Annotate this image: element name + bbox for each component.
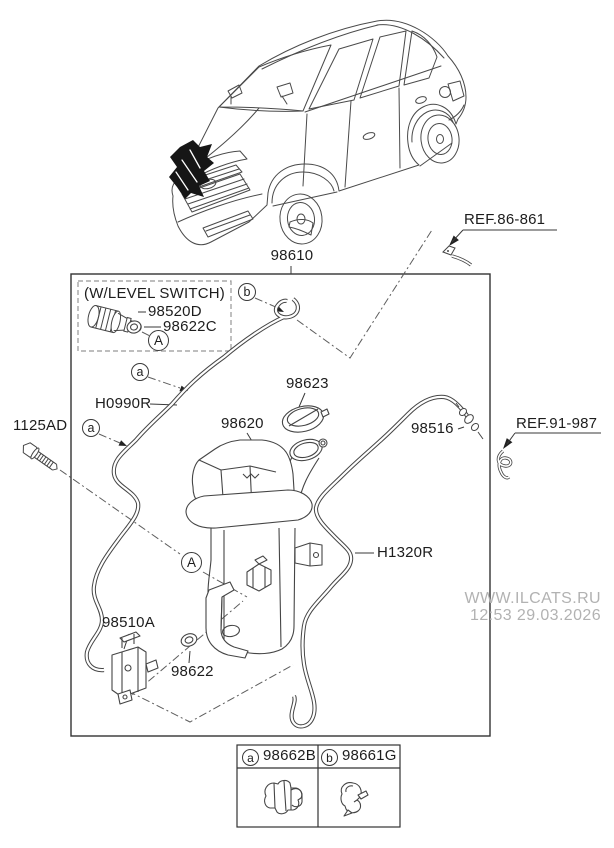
part-label-98622c: 98622C bbox=[163, 318, 217, 335]
part-label-98520d: 98520D bbox=[148, 303, 202, 320]
pump-98510a bbox=[111, 631, 159, 705]
alignment-dash-lines bbox=[59, 229, 433, 723]
callout-large-a-pump: A bbox=[181, 552, 202, 573]
part-label-1125ad: 1125AD bbox=[13, 417, 68, 434]
callout-large-a-inset: A bbox=[148, 330, 169, 351]
part-label-98620: 98620 bbox=[221, 415, 264, 432]
part-label-98516: 98516 bbox=[411, 420, 454, 437]
callout-a-1: a bbox=[131, 363, 149, 381]
level-switch-inset-box bbox=[77, 280, 232, 352]
grommet-98622 bbox=[180, 633, 198, 647]
part-label-98510a: 98510A bbox=[102, 614, 155, 631]
watermark: WWW.ILCATS.RU 12:53 29.03.2026 bbox=[465, 590, 601, 624]
hose-front-h0990r bbox=[84, 297, 300, 673]
part-label-98623: 98623 bbox=[286, 375, 329, 392]
bolt-1125ad bbox=[22, 442, 58, 471]
main-diagram-box bbox=[70, 273, 491, 737]
clamp-98661g-icon bbox=[340, 782, 369, 817]
legend-part-98661g: 98661G bbox=[342, 747, 397, 764]
ref-label-rear: REF.91-987 bbox=[516, 415, 598, 432]
part-label-98610: 98610 bbox=[270, 247, 314, 264]
reservoir-98620 bbox=[185, 405, 330, 659]
grommet-98622c bbox=[126, 320, 142, 334]
ref-front-nozzle bbox=[442, 245, 473, 267]
cap-98623 bbox=[281, 405, 330, 433]
callout-a-2: a bbox=[82, 419, 100, 437]
legend-table bbox=[236, 744, 401, 828]
watermark-timestamp: 12:53 29.03.2026 bbox=[470, 607, 601, 624]
part-label-h0990r: H0990R bbox=[95, 395, 152, 412]
inset-title: (W/LEVEL SWITCH) bbox=[84, 285, 225, 302]
legend-part-98662b: 98662B bbox=[263, 747, 316, 764]
part-label-h1320r: H1320R bbox=[377, 544, 434, 561]
clip-98662b-icon bbox=[264, 779, 303, 815]
hose-rear-h1320r bbox=[289, 394, 472, 729]
watermark-site: WWW.ILCATS.RU bbox=[464, 590, 601, 607]
legend-callout-b: b bbox=[321, 749, 338, 766]
ref-label-front: REF.86-861 bbox=[464, 211, 546, 228]
joint-98516 bbox=[455, 402, 484, 440]
ref-rear-hose-end bbox=[496, 449, 513, 480]
legend-callout-a: a bbox=[242, 749, 259, 766]
callout-b: b bbox=[238, 283, 256, 301]
part-label-98622: 98622 bbox=[171, 663, 214, 680]
component-location-blob bbox=[169, 140, 214, 199]
car-illustration bbox=[169, 19, 467, 246]
